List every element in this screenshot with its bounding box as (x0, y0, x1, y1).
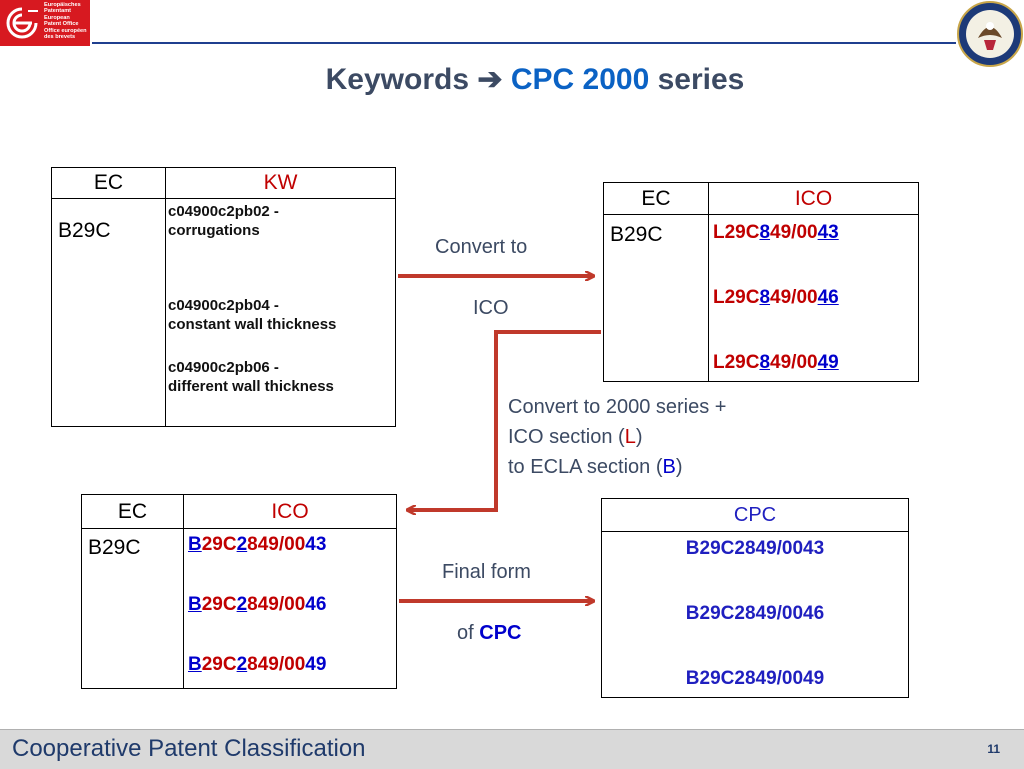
cpc-codes-cell: B29C2849/0043 B29C2849/0046 B29C2849/004… (601, 531, 909, 698)
footer-bar: Cooperative Patent Classification 11 (0, 729, 1024, 769)
arrow-ico-to-b (408, 330, 601, 510)
ico-code: L29C849/0049 (713, 352, 839, 373)
kw-table-keywords-cell: c04900c2pb02 -corrugations c04900c2pb04 … (165, 198, 396, 427)
page-title: Keywords ➔ CPC 2000 series (0, 62, 1024, 97)
conversion-note: Convert to 2000 series + ICO section (L)… (508, 396, 727, 478)
epo-logo: Europäisches Patentamt European Patent O… (0, 0, 90, 46)
ico-code: B29C2849/0043 (188, 534, 327, 555)
title-keywords: Keywords (325, 63, 470, 96)
cpc-code: B29C2849/0046 (685, 603, 825, 624)
footer-title: Cooperative Patent Classification (12, 735, 366, 762)
keyword-item: c04900c2pb04 -constant wall thickness (168, 297, 337, 333)
ico-table-l: EC ICO B29C L29C849/0043 L29C849/0046 L2… (603, 182, 919, 382)
ico-code: B29C2849/0046 (188, 594, 327, 615)
title-arrow-icon: ➔ (477, 63, 503, 96)
kw-table-header-ec: EC (51, 167, 166, 199)
uspto-seal-icon (957, 1, 1023, 67)
ico-code: B29C2849/0049 (188, 654, 327, 675)
kw-table-ec-cell: B29C (51, 198, 166, 427)
kw-table: EC KW B29C c04900c2pb02 -corrugations c0… (51, 167, 396, 427)
keyword-item: c04900c2pb06 -different wall thickness (168, 359, 334, 395)
epo-emblem-icon (6, 7, 38, 39)
ico-b-codes-cell: B29C2849/0043 B29C2849/0046 B29C2849/004… (183, 528, 397, 689)
cpc-code: B29C2849/0043 (685, 538, 825, 559)
cpc-table-header: CPC (601, 498, 909, 532)
ico-code: L29C849/0046 (713, 287, 839, 308)
ico-table-b: EC ICO B29C B29C2849/0043 B29C2849/0046 … (81, 494, 397, 689)
ico-code: L29C849/0043 (713, 222, 839, 243)
header-rule (92, 42, 956, 44)
cpc-code: B29C2849/0049 (685, 668, 825, 689)
ico-b-ec-cell: B29C (81, 528, 184, 689)
label-convert-to: Convert to (435, 236, 528, 258)
ico-l-codes-cell: L29C849/0043 L29C849/0046 L29C849/0049 (708, 214, 919, 382)
page-number: 11 (987, 742, 1000, 756)
cpc-table: CPC B29C2849/0043 B29C2849/0046 B29C2849… (601, 498, 909, 698)
label-ico: ICO (473, 297, 509, 319)
label-final-form: Final form (442, 561, 531, 583)
title-cpc2000: CPC 2000 (510, 63, 650, 96)
title-series: series (657, 63, 745, 96)
label-of-cpc: of CPC (457, 622, 522, 644)
ico-l-ec-cell: B29C (603, 214, 709, 382)
epo-logo-text: Europäisches Patentamt European Patent O… (44, 2, 87, 41)
keyword-item: c04900c2pb02 -corrugations (168, 203, 279, 239)
